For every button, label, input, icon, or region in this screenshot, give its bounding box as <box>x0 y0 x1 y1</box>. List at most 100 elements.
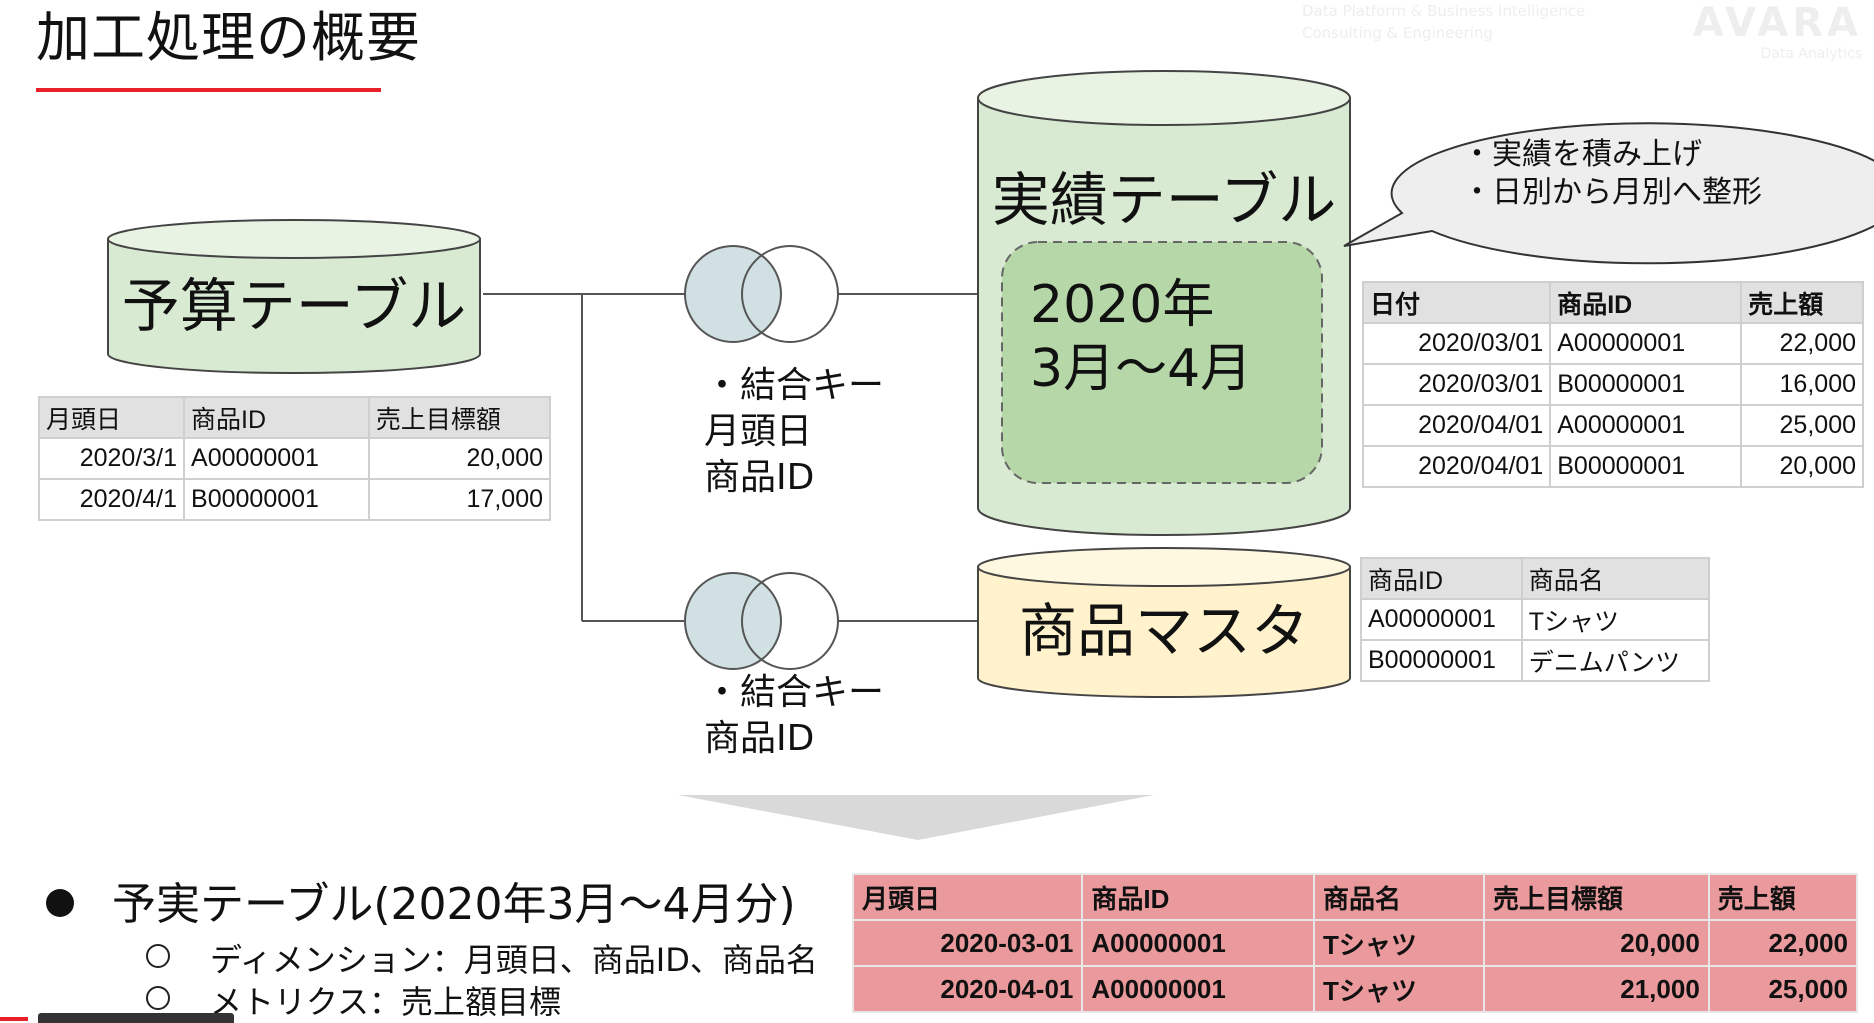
table-cell: A00000001 <box>1549 404 1743 447</box>
footer-logo-fragment <box>0 1013 240 1023</box>
actual-table-label: 実績テーブル <box>991 166 1337 234</box>
callout-line2: ・日別から月別へ整形 <box>1462 175 1762 210</box>
table-cell: Tシャツ <box>1312 965 1485 1013</box>
speech-callout <box>1343 122 1874 265</box>
bullet-ring-icon <box>146 986 170 1010</box>
table-cell: 2020/3/1 <box>37 437 186 480</box>
table-cell: 16,000 <box>1740 363 1864 406</box>
table-row: 2020-03-01 A00000001 Tシャツ 20,000 22,000 <box>851 919 1859 967</box>
actual-period-line2: 3月～4月 <box>1030 339 1253 399</box>
down-arrow-icon <box>678 795 1154 840</box>
table-cell: Tシャツ <box>1520 598 1711 641</box>
venn-left-circle <box>684 572 782 670</box>
table-cell: 25,000 <box>1740 404 1864 447</box>
column-header: 売上目標額 <box>1482 873 1710 921</box>
bullet-ring-icon <box>146 944 170 968</box>
budget-cylinder <box>107 219 481 374</box>
column-header: 商品名 <box>1312 873 1485 921</box>
venn-left-circle <box>684 245 782 343</box>
logo-tagline-line2: Consulting & Engineering <box>1302 24 1493 42</box>
table-row: 2020/03/01 A00000001 22,000 <box>1361 322 1864 365</box>
join-key-note-bottom: ・結合キー 商品ID <box>704 672 885 759</box>
table-row: 2020/3/1 A00000001 20,000 <box>37 437 552 480</box>
join-key-note-top: ・結合キー 月頭日 商品ID <box>704 365 885 498</box>
table-cell: B00000001 <box>1549 363 1743 406</box>
table-cell: 2020/04/01 <box>1361 404 1552 447</box>
column-header: 売上額 <box>1740 281 1864 324</box>
table-cell: A00000001 <box>1549 322 1743 365</box>
logo-sub: Data Analytics <box>1760 46 1862 62</box>
venn-right-circle <box>741 245 839 343</box>
table-row: 2020/04/01 A00000001 25,000 <box>1361 404 1864 447</box>
table-row: 2020-04-01 A00000001 Tシャツ 21,000 25,000 <box>851 965 1859 1013</box>
master-cylinder <box>977 547 1351 698</box>
footer-dark-mark <box>38 1013 234 1023</box>
table-row: B00000001 デニムパンツ <box>1360 639 1711 682</box>
column-header: 商品ID <box>1360 557 1523 600</box>
table-cell: 21,000 <box>1482 965 1710 1013</box>
column-header: 月頭日 <box>37 396 186 439</box>
logo-brand: AVARA <box>1692 0 1862 46</box>
table-cell: A00000001 <box>183 437 370 480</box>
actual-cylinder <box>977 70 1351 536</box>
table-cell: 20,000 <box>367 437 552 480</box>
table-header-row: 商品ID 商品名 <box>1360 557 1711 600</box>
column-header: 売上目標額 <box>367 396 552 439</box>
company-logo-watermark: Data Platform & Business Intelligence Co… <box>1302 0 1862 62</box>
table-row: 2020/03/01 B00000001 16,000 <box>1361 363 1864 406</box>
join-icon-bottom <box>684 572 839 670</box>
table-cell: A00000001 <box>1081 919 1315 967</box>
summary-bullet: 予実テーブル(2020年3月～4月分) <box>46 878 796 932</box>
summary-metrics-text: メトリクス：売上額目標 <box>210 983 562 1021</box>
column-header: 商品ID <box>183 396 370 439</box>
column-header: 商品ID <box>1081 873 1315 921</box>
summary-sub-bullet-metrics: メトリクス：売上額目標 <box>146 982 561 1022</box>
table-cell: B00000001 <box>1360 639 1523 682</box>
column-header: 商品名 <box>1520 557 1711 600</box>
table-cell: 2020-03-01 <box>851 919 1084 967</box>
join-icon-top <box>684 245 839 343</box>
table-cell: 2020/03/01 <box>1361 322 1552 365</box>
column-header: 月頭日 <box>851 873 1084 921</box>
budget-table-label: 予算テーブル <box>121 272 467 340</box>
table-header-row: 月頭日 商品ID 売上目標額 <box>37 396 552 439</box>
logo-tagline: Data Platform & Business Intelligence Co… <box>1302 0 1585 44</box>
table-cell: B00000001 <box>1549 445 1743 488</box>
connector-lines <box>483 293 980 622</box>
actual-period-line1: 2020年 <box>1030 275 1215 335</box>
table-cell: 2020/04/01 <box>1361 445 1552 488</box>
master-sample-table: 商品ID 商品名 A00000001 Tシャツ B00000001 デニムパンツ <box>1360 557 1711 682</box>
summary-main-text: 予実テーブル(2020年3月～4月分) <box>112 879 796 930</box>
callout-line1: ・実績を積み上げ <box>1462 137 1702 172</box>
table-cell: A00000001 <box>1360 598 1523 641</box>
actual-period-text: 2020年 3月～4月 <box>1030 273 1252 401</box>
table-header-row: 月頭日 商品ID 商品名 売上目標額 売上額 <box>851 873 1859 921</box>
table-cell: 20,000 <box>1740 445 1864 488</box>
title-underline <box>36 88 381 92</box>
bullet-dot-icon <box>46 889 74 917</box>
table-cell: 22,000 <box>1707 919 1859 967</box>
table-cell: 22,000 <box>1740 322 1864 365</box>
table-cell: 20,000 <box>1482 919 1710 967</box>
page-title: 加工処理の概要 <box>36 6 421 69</box>
table-cell: 25,000 <box>1707 965 1859 1013</box>
table-cell: デニムパンツ <box>1520 639 1711 682</box>
table-cell: Tシャツ <box>1312 919 1485 967</box>
venn-right-circle <box>741 572 839 670</box>
summary-sub-bullet-dimension: ディメンション：月頭日、商品ID、商品名 <box>146 940 818 980</box>
actual-period-box <box>1001 241 1323 484</box>
table-row: 2020/04/01 B00000001 20,000 <box>1361 445 1864 488</box>
table-cell: A00000001 <box>1081 965 1315 1013</box>
column-header: 日付 <box>1361 281 1552 324</box>
table-cell: 2020/4/1 <box>37 478 186 521</box>
summary-dimension-text: ディメンション：月頭日、商品ID、商品名 <box>210 941 818 979</box>
table-cell: 2020/03/01 <box>1361 363 1552 406</box>
footer-red-bar <box>0 1017 28 1021</box>
table-row: A00000001 Tシャツ <box>1360 598 1711 641</box>
table-header-row: 日付 商品ID 売上額 <box>1361 281 1864 324</box>
table-row: 2020/4/1 B00000001 17,000 <box>37 478 552 521</box>
column-header: 売上額 <box>1707 873 1859 921</box>
logo-tagline-line1: Data Platform & Business Intelligence <box>1302 2 1586 20</box>
table-cell: 2020-04-01 <box>851 965 1084 1013</box>
